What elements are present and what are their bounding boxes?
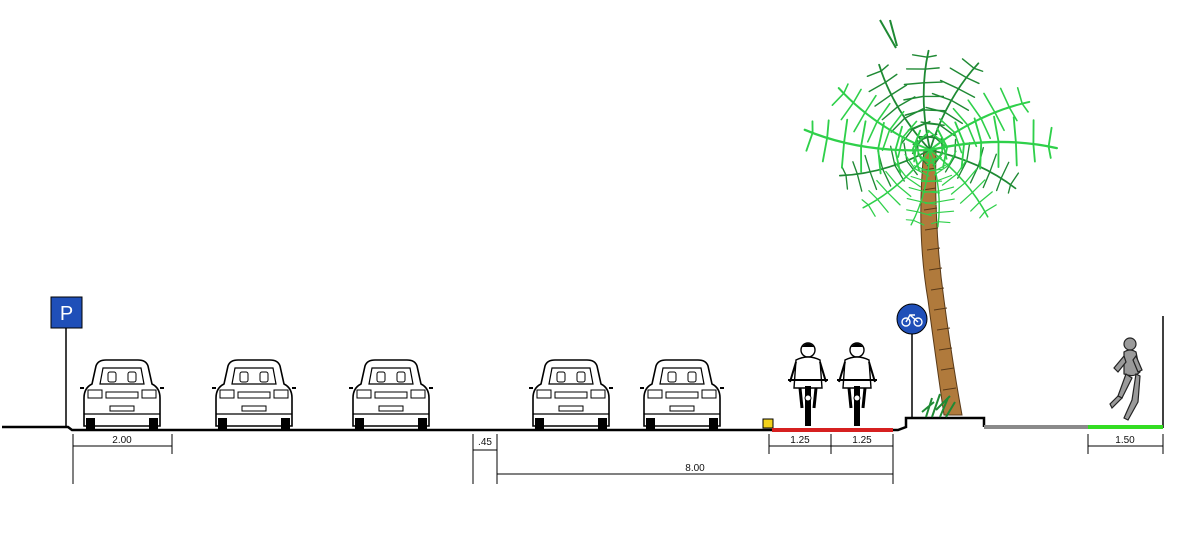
- car-icon: [528, 359, 614, 431]
- dim-label-bike-lane-2: 1.25: [852, 435, 872, 446]
- dim-label-sidewalk: 1.50: [1115, 435, 1135, 446]
- parking-sign-icon: P: [50, 296, 83, 427]
- dim-label-parking: 2.00: [112, 435, 132, 446]
- cyclist-icon: [835, 341, 879, 428]
- parking-sign-letter: P: [60, 303, 73, 325]
- car-icon: [348, 359, 434, 431]
- palm-tree-icon: [800, 19, 1060, 418]
- ground-line: [2, 416, 986, 432]
- dim-label-separator: .45: [478, 437, 492, 448]
- car-icon: [211, 359, 297, 431]
- runner-icon: [1109, 337, 1143, 421]
- car-icon: [79, 359, 165, 431]
- cyclist-icon: [786, 341, 830, 428]
- curb-marker-box: [762, 418, 774, 429]
- dim-label-carriageway: 8.00: [685, 463, 705, 474]
- bicycle-sign-icon: [896, 303, 928, 418]
- dim-label-bike-lane-1: 1.25: [790, 435, 810, 446]
- dimension-lines: [72, 434, 1164, 484]
- car-icon: [639, 359, 725, 431]
